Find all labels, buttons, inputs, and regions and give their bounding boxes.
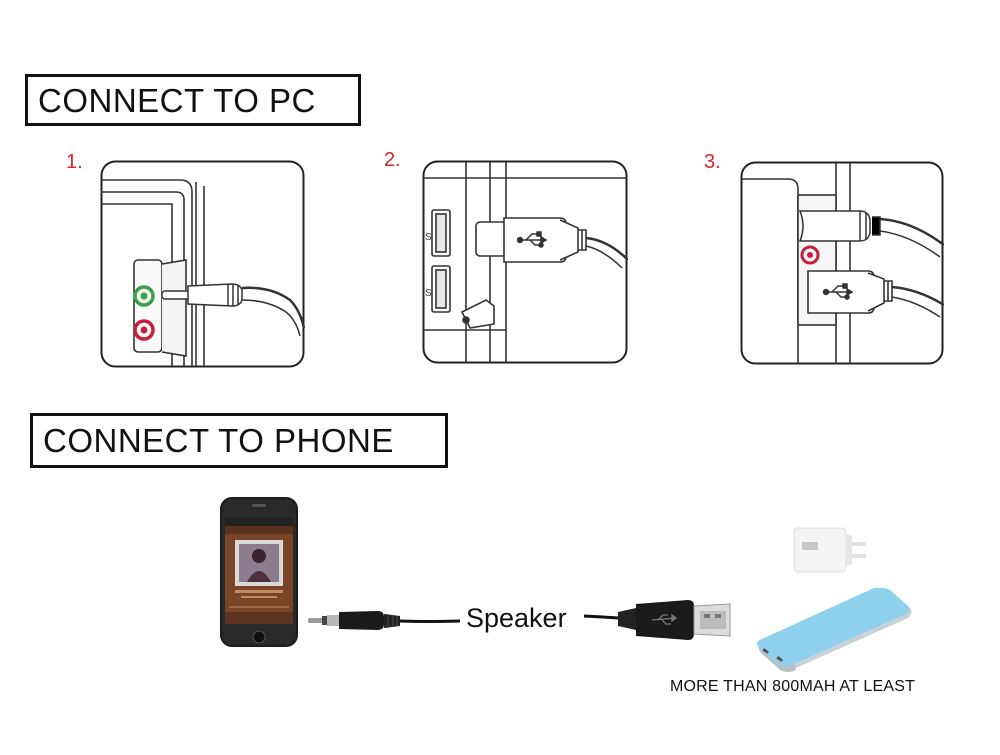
step-3-illustration bbox=[740, 161, 944, 365]
power-bank-icon bbox=[756, 588, 912, 672]
connect-to-phone-title-text: CONNECT TO PHONE bbox=[43, 422, 394, 459]
step-2-illustration: S S bbox=[422, 160, 628, 364]
step-1-illustration bbox=[100, 160, 305, 368]
mic-port-icon bbox=[800, 245, 820, 265]
usb-wall-charger-icon bbox=[793, 527, 866, 573]
speaker-label: Speaker bbox=[466, 603, 567, 633]
connect-to-pc-title: CONNECT TO PC bbox=[25, 74, 361, 126]
connect-to-phone-title: CONNECT TO PHONE bbox=[30, 413, 448, 468]
usb-cable-icon bbox=[584, 600, 731, 640]
step-1-number: 1. bbox=[66, 151, 83, 173]
usb-plug-icon bbox=[475, 217, 628, 269]
usb-port-mark: S bbox=[425, 232, 432, 243]
step-3-number: 3. bbox=[704, 151, 721, 173]
connect-to-pc-title-text: CONNECT TO PC bbox=[38, 81, 316, 119]
audio-plug-icon bbox=[161, 283, 305, 337]
audio-jack-cable-icon bbox=[308, 611, 460, 630]
smartphone-icon bbox=[220, 497, 298, 647]
mic-port-icon bbox=[133, 319, 155, 341]
audio-out-port-icon bbox=[133, 285, 155, 307]
usb-plug-icon bbox=[807, 270, 944, 318]
battery-capacity-note: MORE THAN 800MAH AT LEAST bbox=[670, 678, 916, 695]
audio-plug-icon bbox=[798, 210, 944, 258]
usb-port-mark: S bbox=[425, 288, 432, 299]
step-2-number: 2. bbox=[384, 149, 401, 171]
